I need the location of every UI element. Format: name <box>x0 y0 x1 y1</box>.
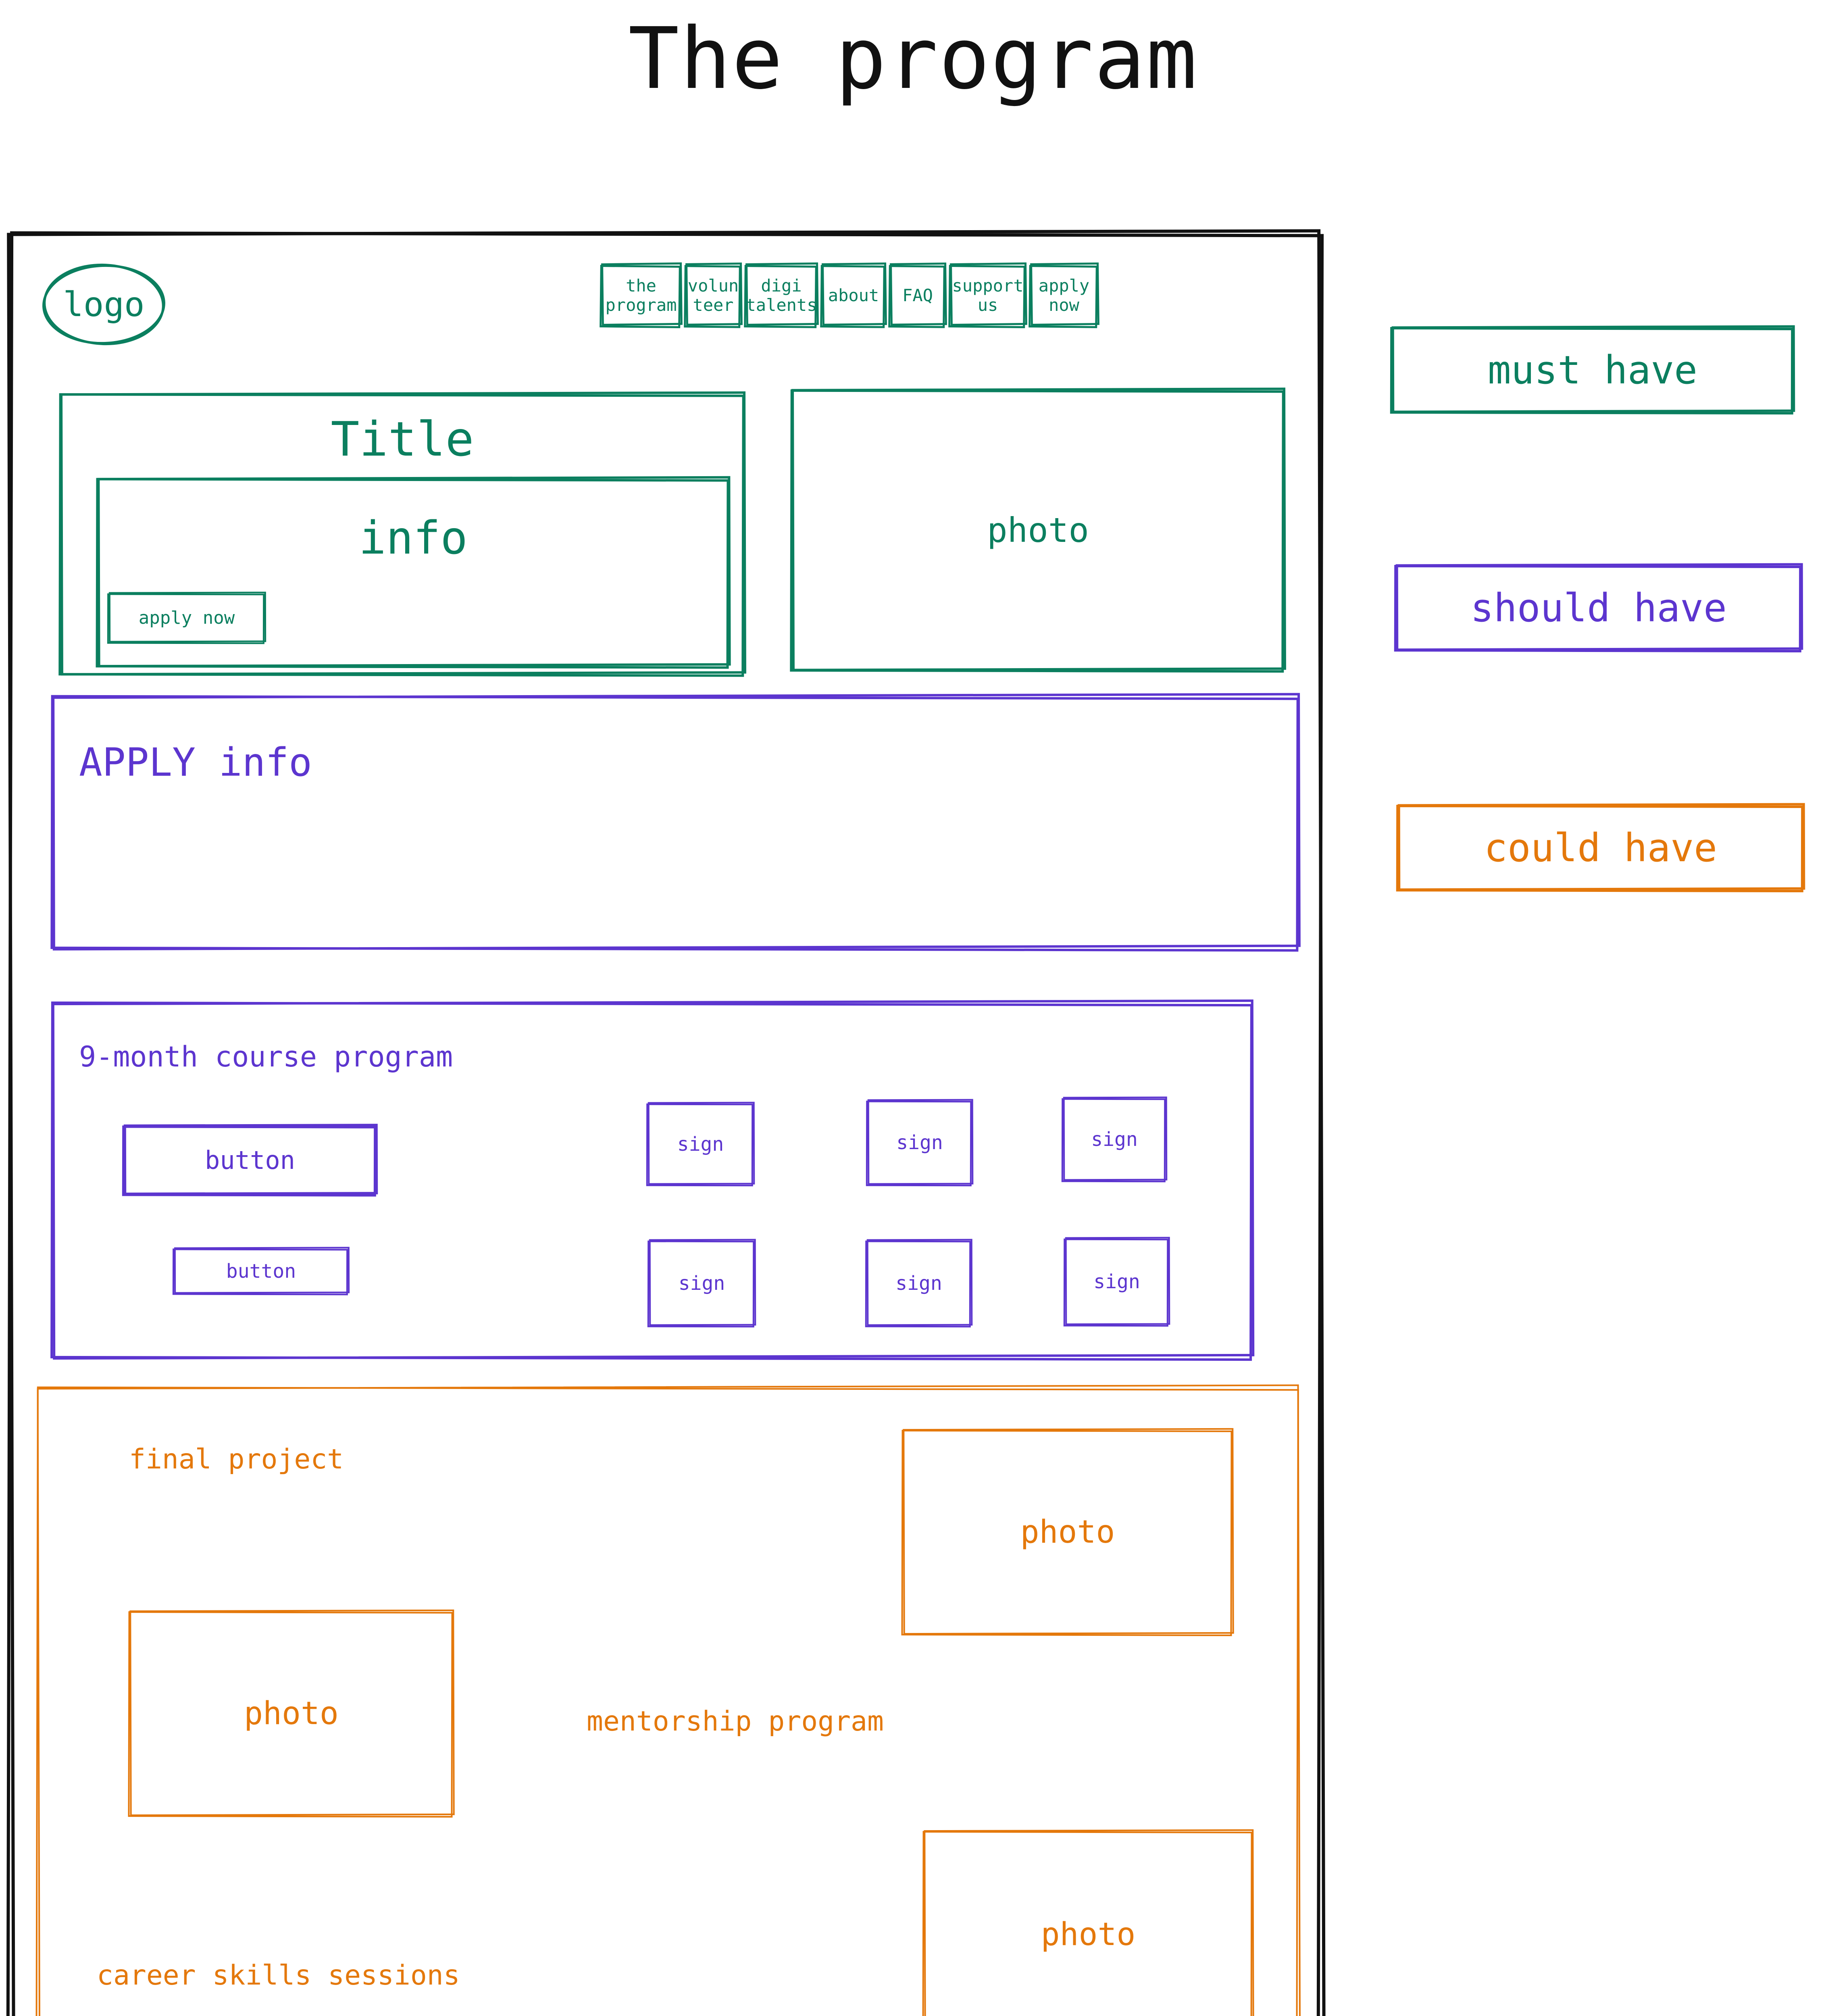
hero-apply-now-button-label: apply now <box>138 608 235 628</box>
final-project-label: final project <box>129 1443 344 1475</box>
logo[interactable]: logo <box>41 261 167 348</box>
apply-info-heading: APPLY info <box>79 740 312 785</box>
final-photo-label-2: photo <box>244 1695 339 1732</box>
legend-must-have-label: must have <box>1487 347 1698 393</box>
course-program-heading: 9-month course program <box>79 1040 453 1073</box>
nav-item-about[interactable]: about <box>821 264 886 327</box>
course-button-2-label: button <box>226 1260 296 1283</box>
page-title: The program <box>628 9 1198 108</box>
sign-label-1: sign <box>677 1133 724 1156</box>
logo-label: logo <box>63 285 145 324</box>
nav-label-faq: FAQ <box>902 285 933 305</box>
hero-title: Title <box>331 411 474 467</box>
course-button-1-label: button <box>205 1145 295 1175</box>
legend-could-have-label: could have <box>1484 825 1717 871</box>
nav-item-faq[interactable]: FAQ <box>889 264 946 327</box>
sign-label-2: sign <box>896 1131 943 1154</box>
apply-info-panel <box>52 696 1299 950</box>
career-skills-sessions-label: career skills sessions <box>97 1960 460 1991</box>
legend-should-have-label: should have <box>1470 585 1727 631</box>
sign-label-4: sign <box>678 1272 725 1295</box>
mentorship-program-label: mentorship program <box>587 1706 884 1737</box>
sign-label-5: sign <box>895 1272 942 1295</box>
sign-label-6: sign <box>1093 1270 1140 1293</box>
sign-label-3: sign <box>1091 1128 1138 1151</box>
final-photo-label-1: photo <box>1020 1514 1115 1550</box>
hero-photo-label: photo <box>987 510 1089 550</box>
nav-label-about: about <box>828 285 879 305</box>
final-photo-label-3: photo <box>1041 1916 1136 1953</box>
hero-info-label: info <box>359 512 468 564</box>
